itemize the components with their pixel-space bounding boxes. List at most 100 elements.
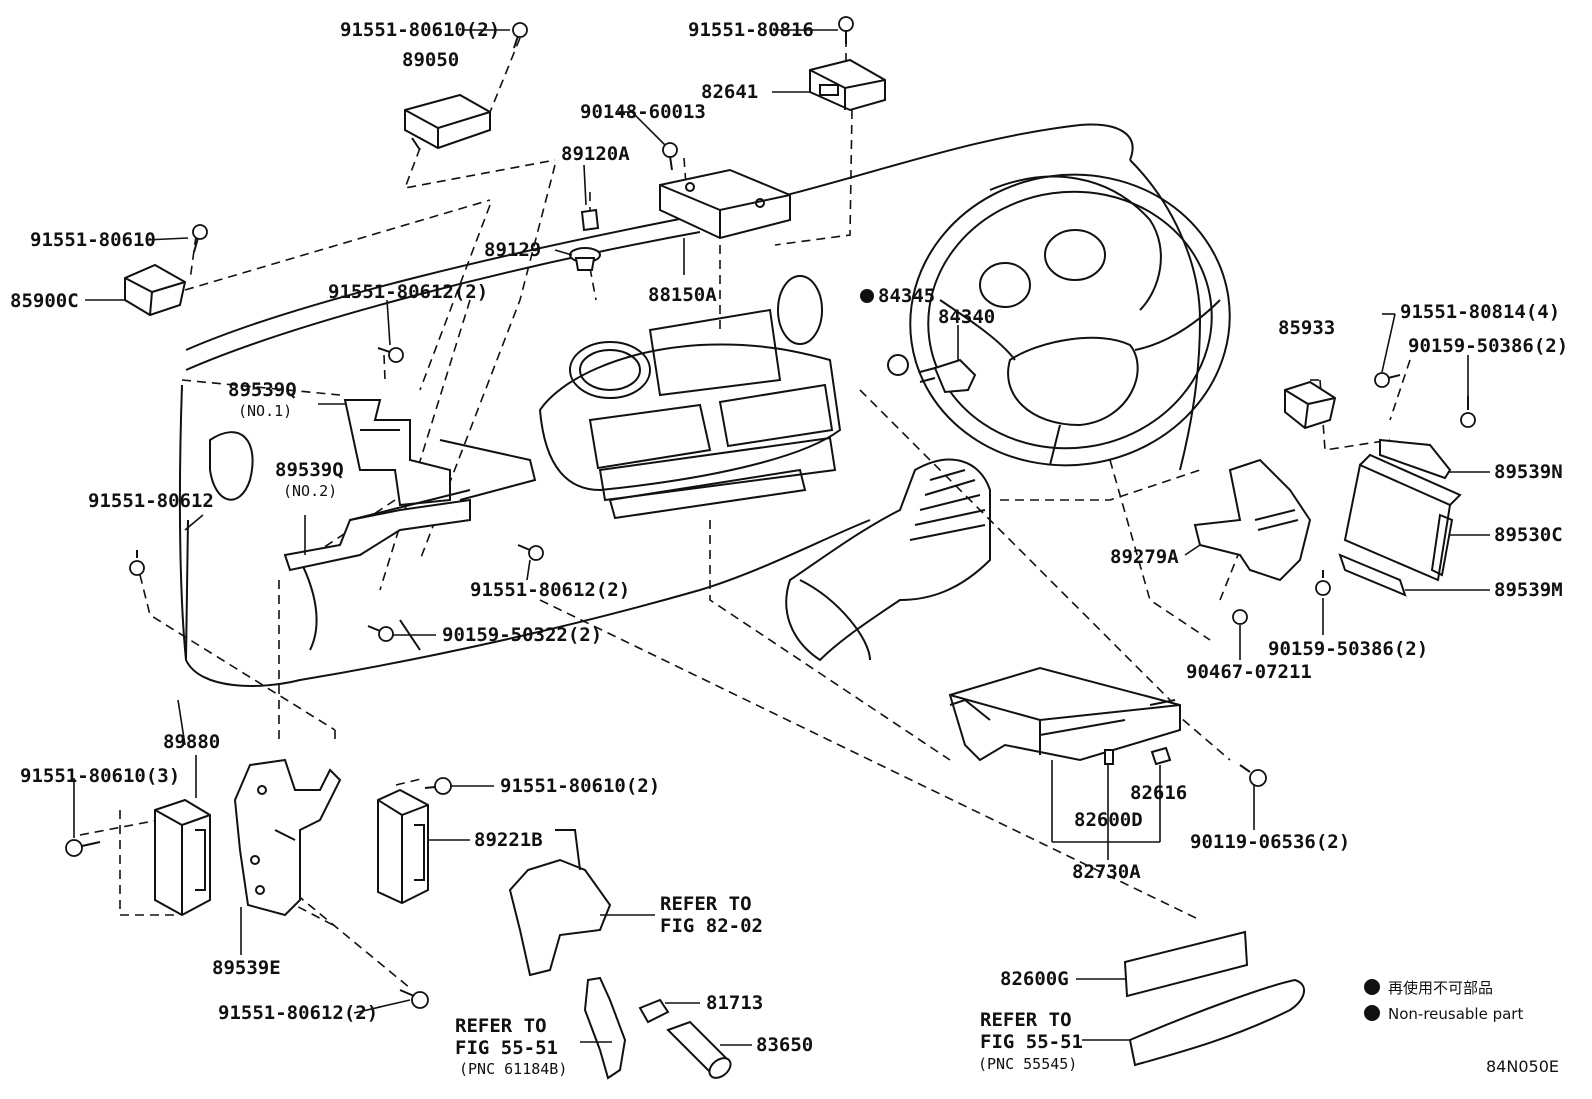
- assembly-leaders: [79, 37, 1411, 989]
- part-82730A-junction-block[interactable]: [948, 666, 1181, 762]
- part-89880-module[interactable]: [154, 798, 211, 917]
- label-89880: 89880: [163, 731, 220, 753]
- label-91551-80610-2-mid: 91551-80610(2): [500, 775, 660, 797]
- label-89539Q-no1: 89539Q: [228, 379, 297, 401]
- label-refer-82-02-line2: FIG 82-02: [660, 915, 763, 937]
- label-91551-80612-2-a: 91551-80612(2): [328, 281, 488, 303]
- bolt-90467-07211[interactable]: [1232, 609, 1248, 625]
- label-85933: 85933: [1278, 317, 1335, 339]
- label-89539Q-no2: 89539Q: [275, 459, 344, 481]
- part-refer-82-02-bracket: [508, 829, 612, 977]
- part-89539M-bracket[interactable]: [1338, 553, 1407, 597]
- label-89539N: 89539N: [1494, 461, 1563, 483]
- bolt-90119-06536[interactable]: [1239, 764, 1267, 787]
- label-84345: 84345: [878, 285, 935, 307]
- label-90467-07211: 90467-07211: [1186, 661, 1312, 683]
- part-89539Q-no1-bracket[interactable]: [343, 399, 451, 507]
- label-89221B: 89221B: [474, 829, 543, 851]
- legend-japanese: 再使用不可部品: [1388, 979, 1493, 997]
- part-85933-relay[interactable]: [1284, 380, 1337, 430]
- part-89120A-clip[interactable]: [580, 208, 600, 232]
- label-90159-50322-2: 90159-50322(2): [442, 624, 602, 646]
- bolt-90159-50386-bottom[interactable]: [1315, 570, 1331, 596]
- label-91551-80612-2-c: 91551-80612(2): [218, 1002, 378, 1024]
- bolt-90159-50386-top[interactable]: [1460, 396, 1476, 428]
- part-82600D-fuse[interactable]: [1104, 749, 1114, 765]
- bolt-90159-50322[interactable]: [367, 625, 394, 642]
- bolt-91551-80612-c[interactable]: [399, 989, 429, 1009]
- label-91551-80610-3: 91551-80610(3): [20, 765, 180, 787]
- legend-bullet-japanese: [1364, 979, 1380, 995]
- part-89539N-bracket[interactable]: [1379, 438, 1452, 480]
- label-91551-80814-4: 91551-80814(4): [1400, 301, 1560, 323]
- label-91551-80610-left: 91551-80610: [30, 229, 156, 251]
- part-84340-switch[interactable]: [919, 358, 977, 394]
- part-refer-55-51-b-cover: [1128, 978, 1305, 1067]
- part-89539Q-no2-bracket[interactable]: [283, 498, 471, 572]
- label-89539Q-no1-note: (NO.1): [238, 402, 292, 420]
- part-89530C-ecu[interactable]: [1343, 453, 1462, 582]
- label-89539E: 89539E: [212, 957, 281, 979]
- label-89120A: 89120A: [561, 143, 630, 165]
- part-89279A-cover[interactable]: [1193, 458, 1312, 582]
- legend-english: Non-reusable part: [1388, 1005, 1523, 1023]
- part-81713-socket[interactable]: [638, 998, 670, 1024]
- bolt-91551-80612-b[interactable]: [517, 544, 544, 561]
- part-refer-55-51-a-bracket: [583, 976, 627, 1080]
- label-90148-60013: 90148-60013: [580, 101, 706, 123]
- part-89221B-module[interactable]: [377, 788, 429, 905]
- label-82600D: 82600D: [1074, 809, 1143, 831]
- label-leaders: [73, 29, 1490, 1046]
- bolt-90148-60013[interactable]: [662, 142, 678, 171]
- diagram-code: 84N050E: [1486, 1057, 1559, 1076]
- bolt-91551-80612-left[interactable]: [129, 550, 145, 576]
- part-82616-fuse[interactable]: [1150, 746, 1172, 766]
- label-refer-55-51-a-line2: FIG 55-51: [455, 1037, 558, 1059]
- label-84340: 84340: [938, 306, 995, 328]
- label-refer-55-51-a-line3: (PNC 61184B): [459, 1060, 567, 1078]
- bolt-91551-80612-a[interactable]: [377, 347, 404, 363]
- part-88150A-airbag-sensor[interactable]: [659, 168, 791, 240]
- steering-column: [785, 458, 991, 662]
- label-91551-80612-2-b: 91551-80612(2): [470, 579, 630, 601]
- part-89539E-bracket[interactable]: [233, 758, 342, 917]
- label-91551-80816: 91551-80816: [688, 19, 814, 41]
- legend-bullet-english: [1364, 1005, 1380, 1021]
- bolt-91551-80610-2-mid[interactable]: [424, 777, 452, 795]
- label-refer-55-51-b-line2: FIG 55-51: [980, 1031, 1083, 1053]
- part-89050-module[interactable]: [404, 93, 491, 151]
- label-85900C: 85900C: [10, 290, 79, 312]
- legend: 再使用不可部品 Non-reusable part: [1364, 979, 1523, 1023]
- label-82600G: 82600G: [1000, 968, 1069, 990]
- part-dash-cross-member: [349, 439, 537, 521]
- label-89530C: 89530C: [1494, 524, 1563, 546]
- part-83650-lighter[interactable]: [666, 1020, 734, 1082]
- label-82730A: 82730A: [1072, 861, 1141, 883]
- steering-wheel: [909, 173, 1231, 467]
- label-refer-55-51-b-line1: REFER TO: [980, 1009, 1072, 1031]
- label-89279A: 89279A: [1110, 546, 1179, 568]
- part-number-labels: 91551-80610(2) 89050 91551-80816 82641 9…: [10, 19, 1568, 1078]
- label-88150A: 88150A: [648, 284, 717, 306]
- bolt-91551-80610-top[interactable]: [512, 22, 528, 49]
- part-85900C-relay[interactable]: [124, 263, 187, 317]
- label-83650: 83650: [756, 1034, 813, 1056]
- part-84345-switch[interactable]: [887, 354, 909, 376]
- label-82641: 82641: [701, 81, 758, 103]
- bolt-91551-80816[interactable]: [838, 16, 854, 44]
- label-90119-06536-2: 90119-06536(2): [1190, 831, 1350, 853]
- part-82600G-label[interactable]: [1123, 930, 1249, 998]
- bolt-91551-80610-3[interactable]: [65, 839, 101, 857]
- instrument-panel-outline: [178, 123, 1202, 687]
- label-refer-82-02-line1: REFER TO: [660, 893, 752, 915]
- part-82641-sensor[interactable]: [809, 58, 886, 112]
- label-89539M: 89539M: [1494, 579, 1563, 601]
- bolt-91551-80610-left[interactable]: [192, 224, 208, 253]
- bolt-91551-80814[interactable]: [1374, 372, 1401, 388]
- label-89050: 89050: [402, 49, 459, 71]
- part-89129-clip[interactable]: [569, 247, 601, 271]
- label-89129: 89129: [484, 239, 541, 261]
- label-refer-55-51-a-line1: REFER TO: [455, 1015, 547, 1037]
